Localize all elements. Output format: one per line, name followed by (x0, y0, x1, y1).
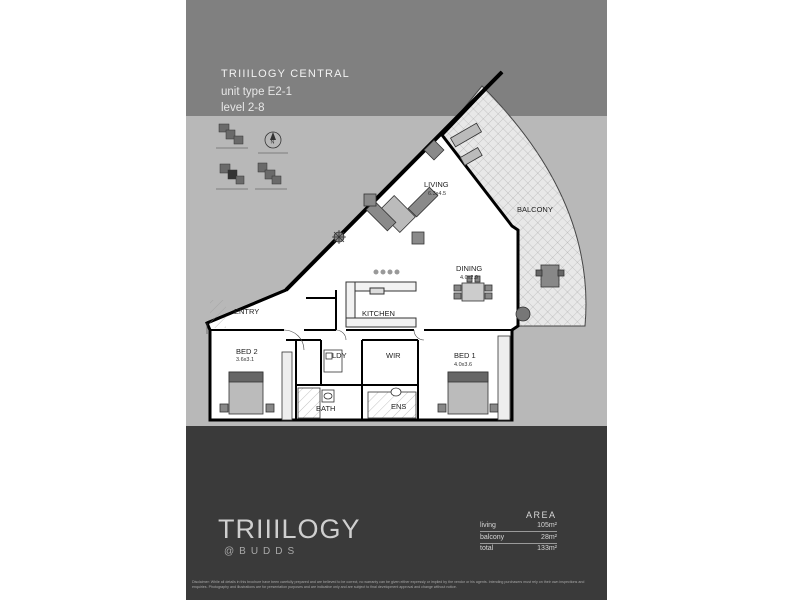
key-plan-icons (216, 123, 287, 190)
room-dims-living: 6.3x4.5 (428, 191, 446, 197)
room-label-bath: BATH (316, 404, 335, 413)
area-row-total: total 133m² (480, 545, 557, 556)
area-title: AREA (526, 510, 557, 520)
room-label-wir: WIR (386, 351, 401, 360)
living-furniture (363, 139, 445, 245)
brochure-sheet: TRIIILOGY CENTRAL unit type E2-1 level 2… (186, 0, 607, 600)
area-value: 105m² (537, 522, 557, 529)
cooktop-burners (373, 269, 400, 275)
area-label: living (480, 522, 496, 529)
room-label-ens: ENS (391, 402, 406, 411)
area-divider (480, 543, 557, 544)
room-label-entry: ENTRY (234, 307, 259, 316)
balcony-furniture (449, 122, 565, 322)
room-dims-bed2: 3.6x3.1 (236, 357, 254, 363)
key-plan-icon-lower-right (255, 162, 287, 190)
room-label-ldy: LDY (332, 351, 347, 360)
area-value: 133m² (537, 545, 557, 552)
key-plan-icon-upper-left (216, 123, 248, 149)
entry-tile (210, 300, 226, 328)
kitchen-benches (345, 281, 417, 328)
area-divider (480, 531, 557, 532)
footer-band (186, 426, 607, 600)
area-label: balcony (480, 534, 505, 541)
interior-walls (210, 290, 512, 420)
bathroom-fixtures (297, 349, 417, 419)
plant-icon (332, 230, 346, 244)
dining-table (453, 275, 493, 302)
north-label: N (271, 140, 275, 146)
room-label-bed1: BED 1 (454, 351, 476, 360)
compass-icon: N (258, 131, 288, 154)
key-plan-icon-lower-left (216, 163, 248, 190)
header-band (186, 0, 607, 116)
disclaimer-text: Disclaimer: While all details in this br… (192, 580, 585, 589)
brand-logo-sub: @BUDDS (224, 546, 300, 557)
area-row-balcony: balcony 28m² (480, 534, 557, 545)
room-dims-dining: 4.0x2.9 (460, 275, 478, 281)
brand-logo: TRIIILOGY (218, 514, 361, 544)
room-label-balcony: BALCONY (517, 205, 553, 214)
room-dims-bed1: 4.0x3.6 (454, 362, 472, 368)
room-label-bed2: BED 2 (236, 347, 258, 356)
room-label-kitchen: KITCHEN (362, 309, 395, 318)
room-label-dining: DINING (456, 264, 482, 273)
area-row-living: living 105m² (480, 522, 557, 533)
bed-1-furniture (437, 335, 511, 421)
bed-2-furniture (219, 351, 293, 421)
building-title: TRIIILOGY CENTRAL (221, 68, 350, 80)
floorplan-drawing: N (205, 70, 587, 422)
door-swings (206, 323, 425, 351)
level-range: level 2-8 (221, 102, 265, 114)
unit-type: unit type E2-1 (221, 86, 292, 98)
area-value: 28m² (541, 534, 557, 541)
area-label: total (480, 545, 494, 552)
room-label-living: LIVING (424, 180, 449, 189)
